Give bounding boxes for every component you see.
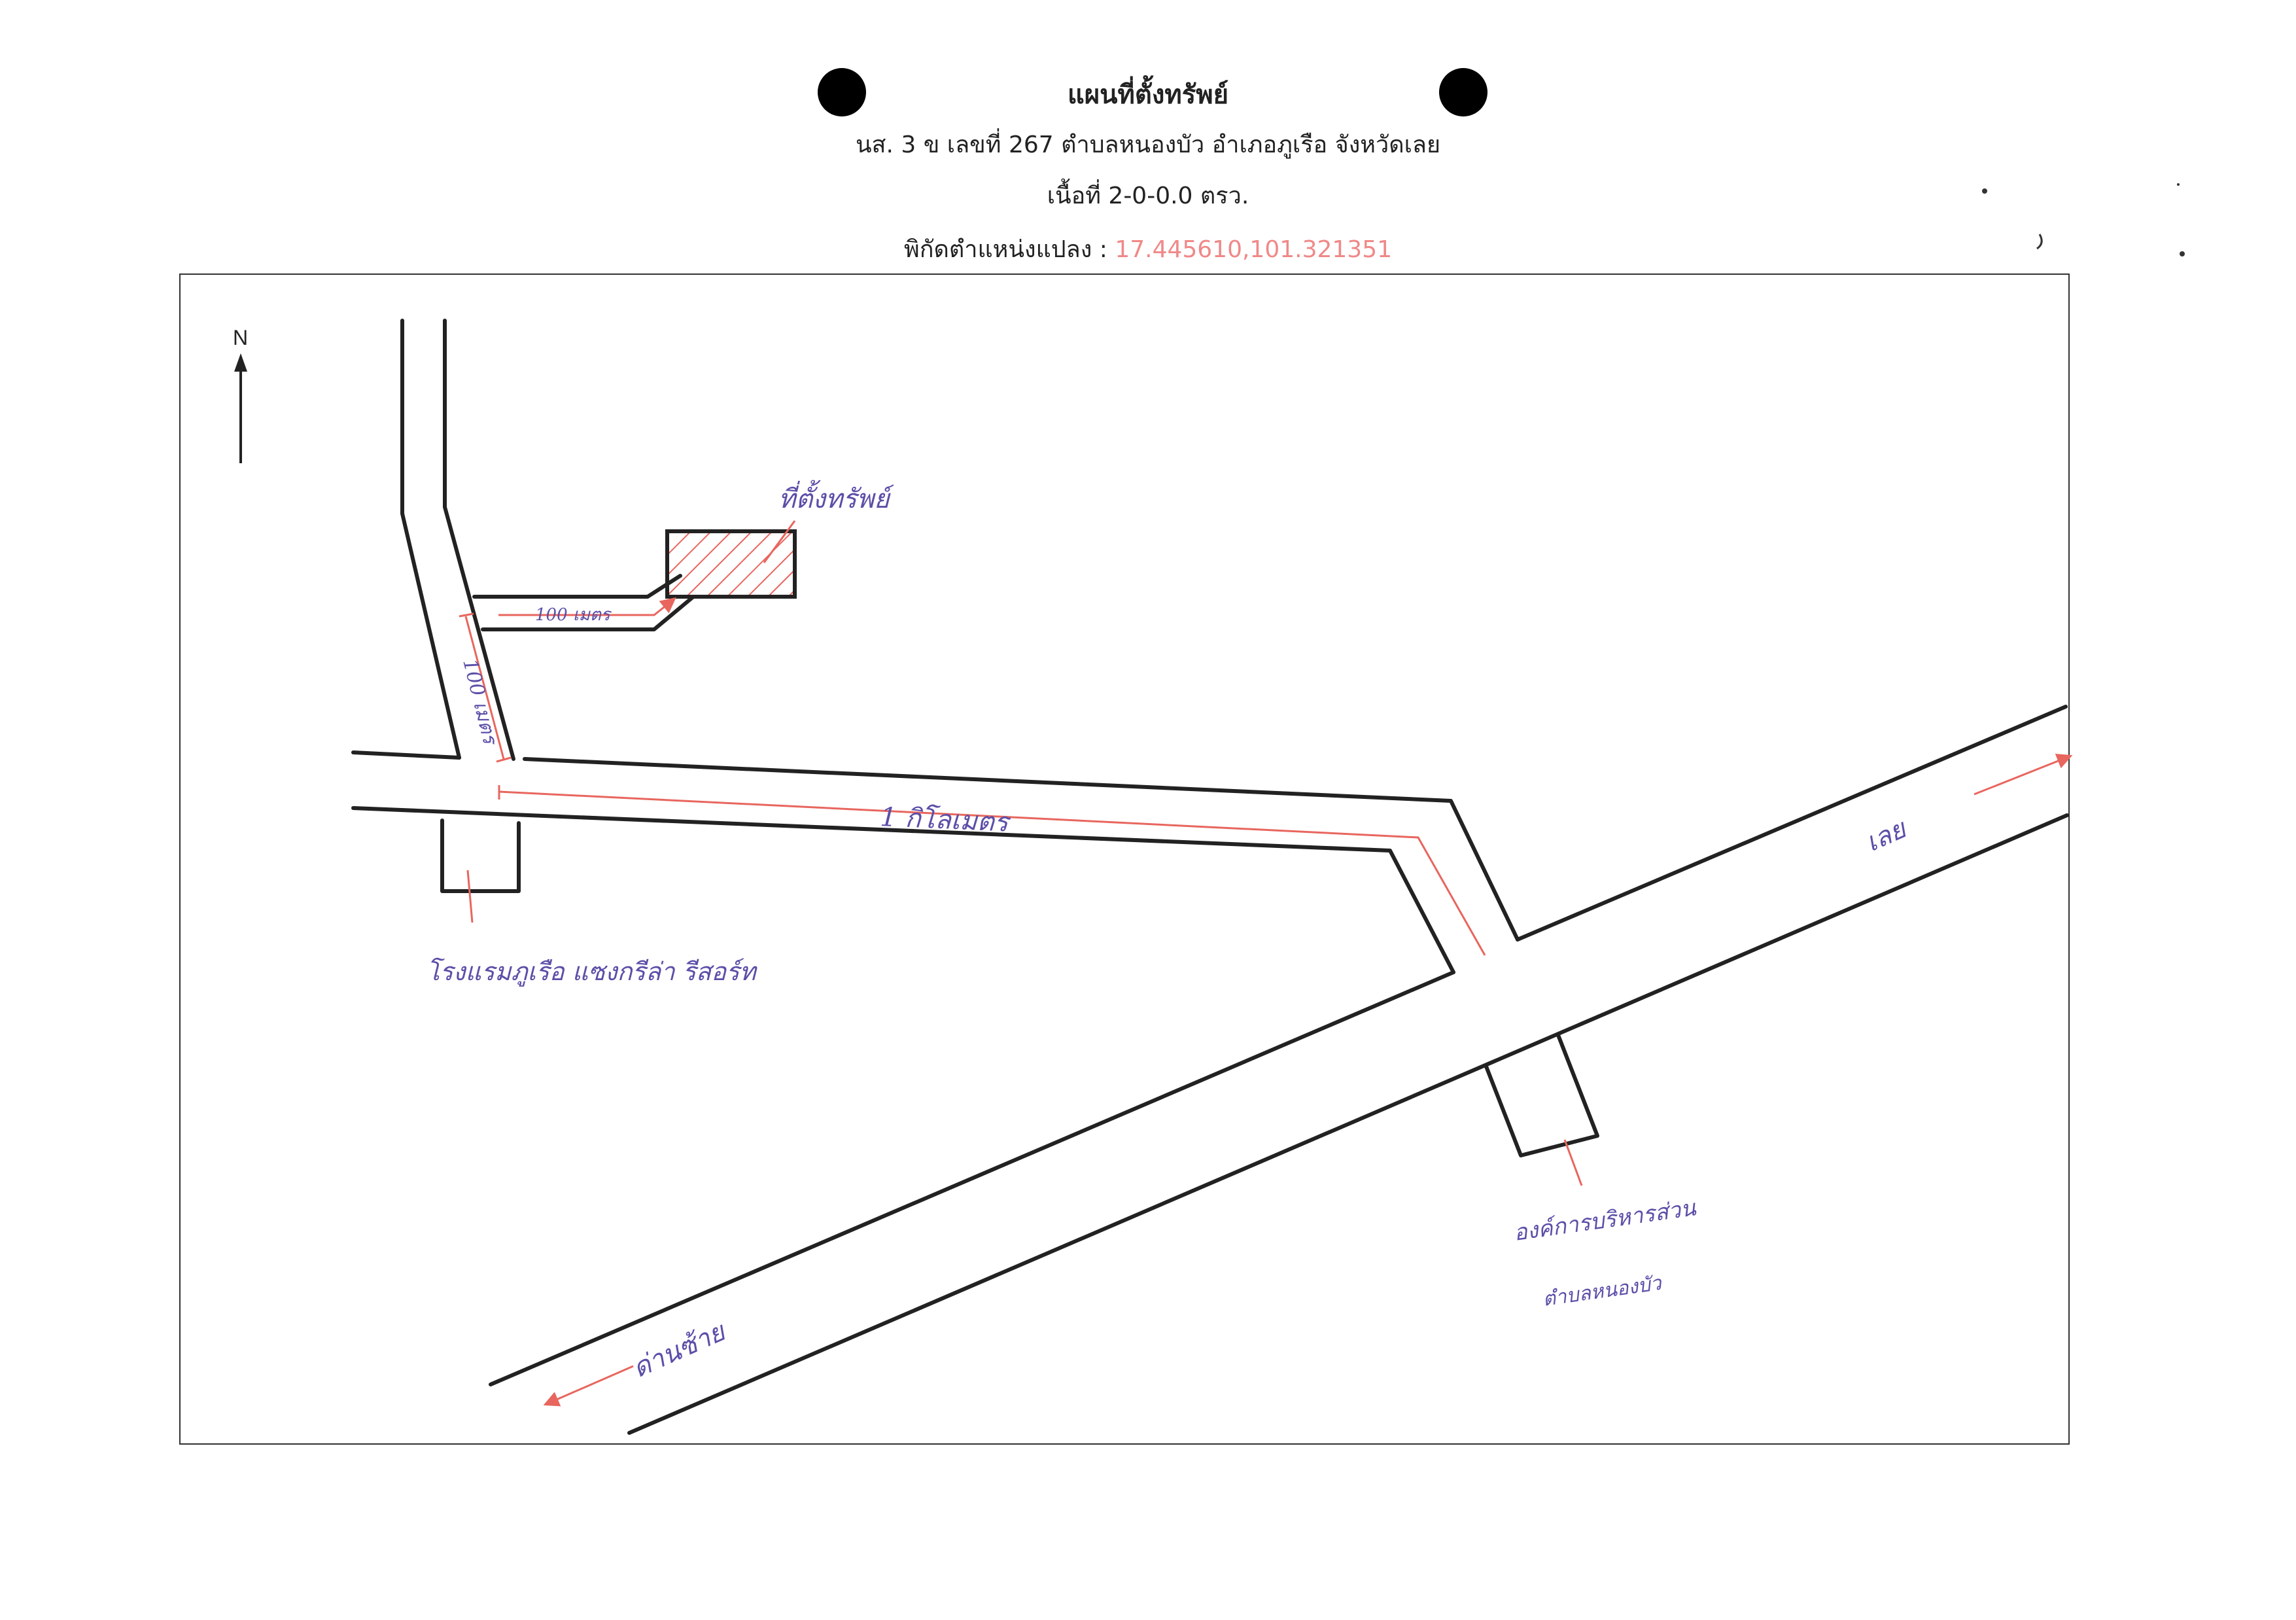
office-label-line2: ตำบลหนองบัว	[1541, 1272, 1664, 1311]
hotel-label: โรงแรมภูเรือ แซงกรีล่า รีสอร์ท	[426, 957, 757, 987]
punch-hole-left	[818, 68, 866, 116]
deed-info: นส. 3 ข เลขที่ 267 ตำบลหนองบัว อำเภอภูเร…	[855, 132, 1441, 158]
north-arrow: N	[233, 326, 248, 463]
coordinate-value: 17.445610,101.321351	[1115, 236, 1393, 263]
north-road	[400, 319, 515, 761]
side-distance-label: 100 เมตร	[535, 605, 612, 625]
north-label: N	[233, 326, 248, 349]
punch-hole-right	[1439, 68, 1487, 116]
long-distance-label: 1 กิโลเมตร	[880, 801, 1012, 838]
scan-specks	[1982, 183, 2185, 256]
loei-direction-label: เลย	[1861, 813, 1911, 858]
coordinate-label: พิกัดตำแหน่งแปลง :	[903, 236, 1107, 263]
main-highway	[489, 705, 2069, 1435]
coordinate-line: พิกัดตำแหน่งแปลง : 17.445610,101.321351	[0, 230, 2296, 268]
leader-lines	[466, 520, 1583, 1186]
property-plot	[665, 529, 797, 599]
land-area: เนื้อที่ 2-0-0.0 ตรว.	[1047, 183, 1249, 209]
map-title: แผนที่ตั้งทรัพย์	[1067, 80, 1229, 110]
main-distance-label: 100 เมตร	[458, 656, 502, 748]
dansai-direction-label: ด่านซ้าย	[628, 1316, 731, 1384]
east-west-road	[351, 750, 1520, 974]
hotel-building	[440, 819, 521, 893]
property-label: ที่ตั้งทรัพย์	[778, 480, 895, 514]
office-building	[1484, 1033, 1599, 1157]
office-label-line1: องค์การบริหารส่วน	[1512, 1195, 1698, 1246]
route-to-property	[459, 597, 2073, 1407]
map-frame	[179, 273, 2070, 1445]
